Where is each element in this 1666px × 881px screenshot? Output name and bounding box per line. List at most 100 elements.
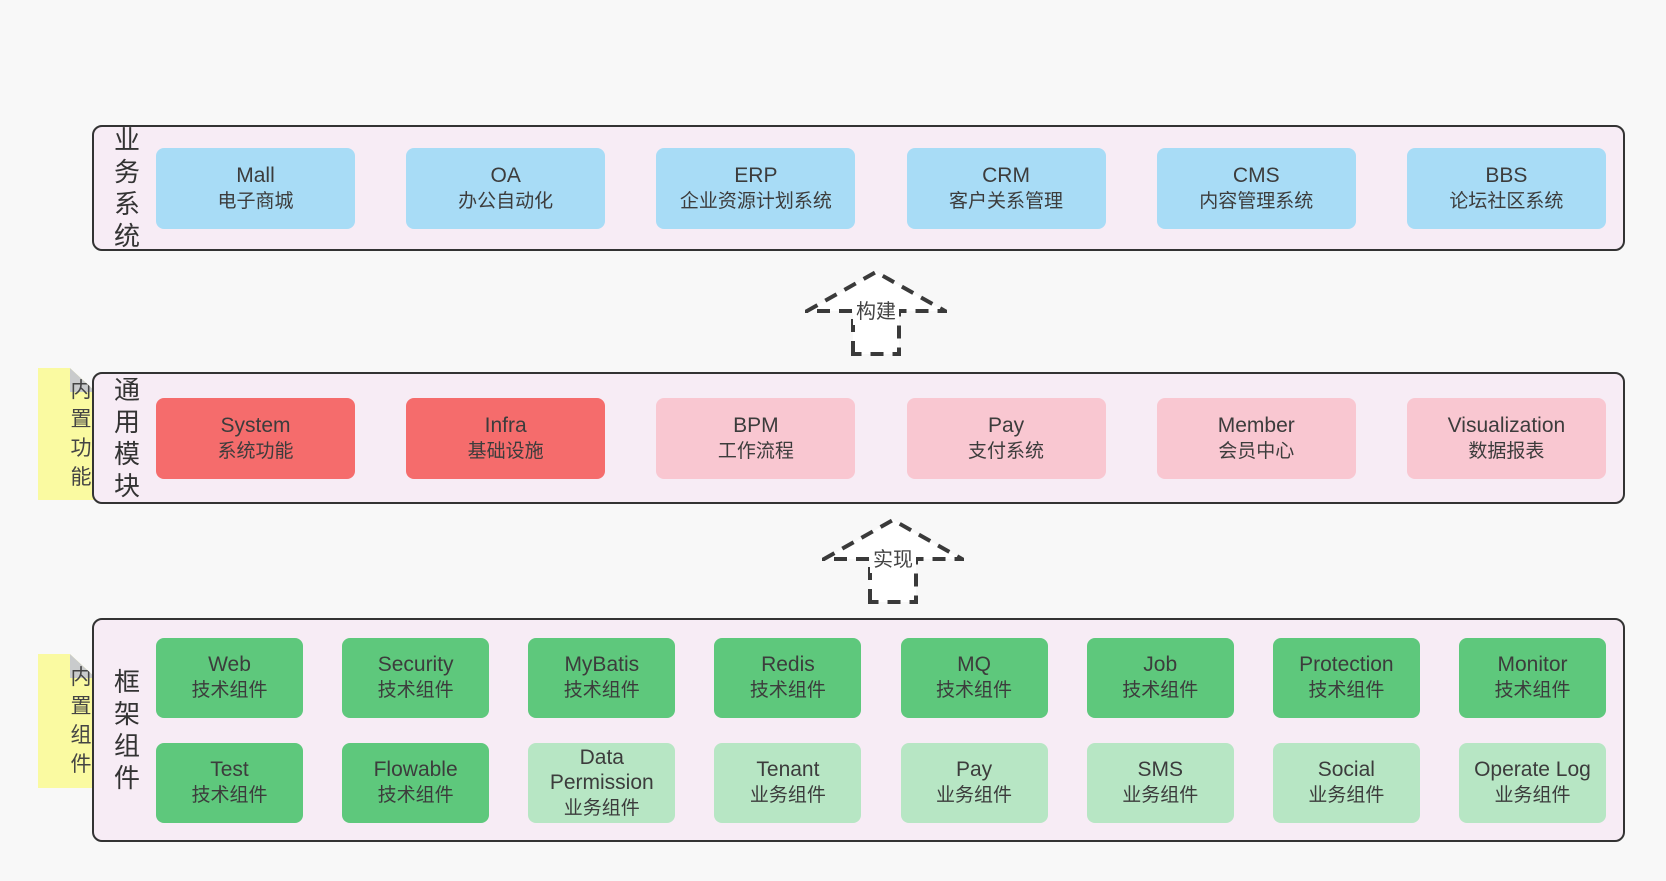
module-name-en: Tenant xyxy=(756,758,820,781)
panel-title-char: 通 xyxy=(113,375,140,405)
module-box-pay: Pay 业务组件 xyxy=(900,742,1048,823)
note-title-char: 置 xyxy=(70,408,92,431)
module-name-en: MQ xyxy=(957,653,991,676)
panel-title-char: 业 xyxy=(113,125,140,155)
module-box-mall: Mall 电子商城 xyxy=(156,147,355,229)
module-name-cn: 电子商城 xyxy=(217,190,294,212)
note-title-char: 组 xyxy=(70,724,92,747)
module-name-cn: 内容管理系统 xyxy=(1199,190,1314,212)
module-name-en: Infra xyxy=(484,413,527,437)
module-name-en: Visualization xyxy=(1447,413,1566,437)
module-name-cn: 客户关系管理 xyxy=(949,190,1064,212)
module-name-en: CRM xyxy=(982,163,1030,187)
module-name-en: OA xyxy=(490,163,521,187)
module-name-en: Social xyxy=(1317,758,1375,781)
panel-business-systems: 业务系统 Mall 电子商城 OA 办公自动化 ERP 企业资源计划系统 CRM 客户关系管理… xyxy=(92,125,1625,251)
sticky-note-label: 内置功能 xyxy=(69,368,93,500)
panel-title-vertical: 通用模块 xyxy=(94,374,151,502)
module-name-en: Operate Log xyxy=(1474,758,1591,781)
module-name-en: Member xyxy=(1217,413,1295,437)
arrow-label: 实现 xyxy=(870,542,916,573)
build-arrow: 构建 xyxy=(805,270,947,356)
module-box-crm: CRM 客户关系管理 xyxy=(906,147,1106,229)
module-name-en: Security xyxy=(377,653,454,676)
panel-title-char: 块 xyxy=(113,471,140,501)
module-name-cn: 论坛社区系统 xyxy=(1449,190,1564,212)
module-name-en: Job xyxy=(1143,653,1178,676)
panel-title-char: 模 xyxy=(113,439,140,469)
module-name-en: Pay xyxy=(987,413,1025,437)
module-name-en: Data Permission xyxy=(549,745,654,794)
module-name-cn: 技术组件 xyxy=(191,680,268,701)
module-name-en: Flowable xyxy=(373,758,458,781)
module-name-cn: 企业资源计划系统 xyxy=(679,190,832,212)
note-title-char: 功 xyxy=(70,437,92,460)
sticky-note-builtin-components: 内置组件 xyxy=(38,654,96,788)
module-box-security: Security 技术组件 xyxy=(342,637,490,718)
module-name-en: Protection xyxy=(1299,653,1394,676)
module-box-job: Job 技术组件 xyxy=(1086,637,1234,718)
panel-title-vertical: 业务系统 xyxy=(94,125,151,251)
module-box-mq: MQ 技术组件 xyxy=(900,637,1048,718)
module-name-en: ERP xyxy=(734,163,778,187)
module-name-cn: 技术组件 xyxy=(1308,680,1385,701)
sticky-note-builtin-features: 内置功能 xyxy=(38,368,96,500)
module-name-cn: 技术组件 xyxy=(563,680,640,701)
module-name-cn: 业务组件 xyxy=(936,785,1013,806)
note-title-char: 能 xyxy=(70,466,92,489)
module-name-cn: 技术组件 xyxy=(191,785,268,806)
panel-title-char: 系 xyxy=(113,189,140,219)
panel-title-char: 用 xyxy=(113,407,140,437)
module-box-visualization: Visualization 数据报表 xyxy=(1406,397,1606,479)
module-name-cn: 办公自动化 xyxy=(458,190,554,212)
note-title-char: 内 xyxy=(70,666,92,689)
module-name-en: Monitor xyxy=(1497,653,1568,676)
module-name-cn: 工作流程 xyxy=(717,440,794,462)
module-name-cn: 数据报表 xyxy=(1468,440,1545,462)
module-name-cn: 技术组件 xyxy=(1122,680,1199,701)
module-name-en: Web xyxy=(208,653,251,676)
panel-title-vertical: 框架组件 xyxy=(94,620,151,840)
implement-arrow: 实现 xyxy=(822,518,964,604)
note-title-char: 内 xyxy=(70,379,92,402)
panel-title-char: 组 xyxy=(113,731,140,761)
panel-title-char: 框 xyxy=(113,667,140,697)
module-name-cn: 技术组件 xyxy=(749,680,826,701)
note-title-char: 置 xyxy=(70,695,92,718)
module-name-en: MyBatis xyxy=(564,653,640,676)
module-name-en: SMS xyxy=(1137,758,1183,781)
module-box-protection: Protection 技术组件 xyxy=(1272,637,1420,718)
sticky-note-label: 内置组件 xyxy=(69,654,93,788)
module-name-cn: 技术组件 xyxy=(377,680,454,701)
module-name-en: Pay xyxy=(955,758,993,781)
arrow-label: 构建 xyxy=(853,294,899,325)
module-name-en: Mall xyxy=(236,163,275,187)
module-name-cn: 业务组件 xyxy=(1122,785,1199,806)
note-title-char: 件 xyxy=(70,753,92,776)
module-name-cn: 技术组件 xyxy=(936,680,1013,701)
panel-title-char: 统 xyxy=(113,221,140,251)
panel-title-char: 架 xyxy=(113,699,140,729)
module-box-oa: OA 办公自动化 xyxy=(406,147,606,229)
